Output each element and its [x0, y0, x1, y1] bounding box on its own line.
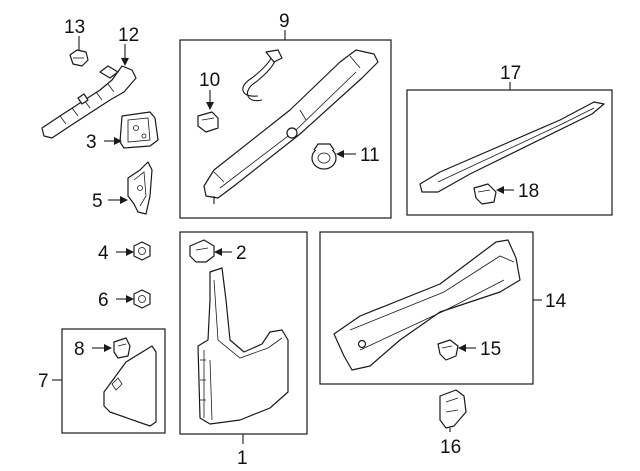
callout-10: 10: [199, 70, 220, 91]
callout-6: 6: [98, 290, 109, 311]
part-18-clip: [473, 183, 497, 205]
callout-7: 7: [38, 371, 49, 392]
part-3-bracket: [119, 111, 159, 149]
callout-17: 17: [500, 63, 521, 84]
part-9-wire-loop: [242, 49, 283, 102]
callout-3: 3: [86, 132, 97, 153]
callout-14: 14: [545, 291, 567, 312]
part-8-clip: [113, 337, 131, 359]
leader-arrow-6: [126, 295, 134, 303]
leader-arrow-3: [114, 137, 122, 145]
callout-4: 4: [98, 243, 109, 264]
part-13-bolt: [69, 36, 89, 67]
callout-15: 15: [480, 339, 501, 360]
part-4-nut: [133, 241, 151, 261]
part-7-trim-panel: [103, 345, 157, 427]
part-6-nut: [133, 289, 151, 309]
part-11-grommet: [311, 143, 337, 170]
part-10-clip: [197, 111, 219, 133]
callout-2: 2: [236, 243, 247, 264]
leader-arrow-15: [458, 344, 466, 352]
part-15-clip: [437, 339, 459, 361]
part-1-pillar-trim: [197, 267, 289, 425]
part-17-sill-molding: [419, 101, 605, 193]
part-14-sill-plate: [333, 239, 521, 371]
callout-12: 12: [118, 25, 139, 46]
leader-arrow-10: [206, 102, 214, 110]
leader-arrow-11: [336, 150, 344, 158]
callout-9: 9: [279, 11, 290, 32]
leader-arrow-2: [214, 248, 222, 256]
group-box-14: [319, 231, 534, 385]
part-2-clip: [189, 239, 215, 263]
callout-8: 8: [74, 339, 85, 360]
callout-11: 11: [360, 145, 380, 166]
callout-16: 16: [440, 437, 461, 458]
group-box-7: [61, 328, 166, 434]
leader-arrow-8: [104, 344, 112, 352]
leader-arrow-4: [126, 248, 134, 256]
callout-18: 18: [518, 181, 539, 202]
callout-13: 13: [64, 17, 85, 38]
part-12-retainer-bracket: [41, 44, 137, 139]
leader-arrow-12: [121, 58, 129, 66]
callout-5: 5: [92, 191, 103, 212]
part-16-clip: [439, 389, 467, 429]
leader-arrow-5: [120, 196, 128, 204]
part-5-bracket: [127, 161, 153, 215]
leader-arrow-18: [496, 186, 504, 194]
callout-1: 1: [237, 448, 248, 469]
part-9-trim-molding: [203, 49, 379, 204]
